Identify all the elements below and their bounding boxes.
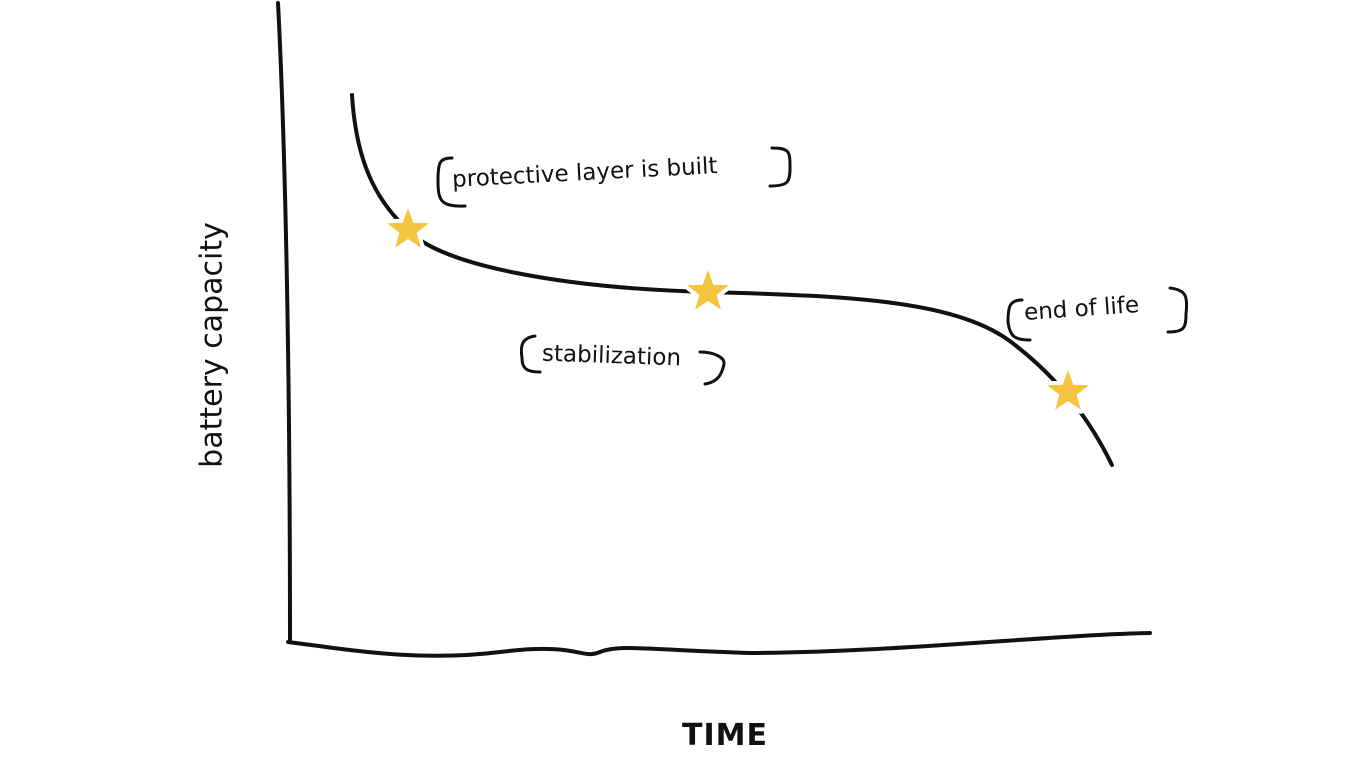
bracket-eol-left — [1006, 298, 1032, 342]
star-icon-3 — [1043, 366, 1093, 414]
bracket-protective-right — [768, 146, 792, 188]
capacity-curve — [350, 93, 1114, 467]
annotation-stabilization: stabilization — [541, 340, 682, 372]
y-axis-line — [276, 1, 292, 644]
star-icon-2 — [683, 266, 733, 314]
bracket-protective-left — [436, 156, 467, 208]
bracket-stabilization-left — [519, 334, 542, 374]
x-axis-title: TIME — [682, 718, 768, 753]
bracket-eol-right — [1166, 286, 1189, 334]
star-icon-1 — [383, 204, 433, 252]
bracket-stabilization-right — [698, 350, 726, 386]
x-axis-line — [286, 631, 1152, 658]
y-axis-title: battery capacity — [194, 222, 230, 468]
